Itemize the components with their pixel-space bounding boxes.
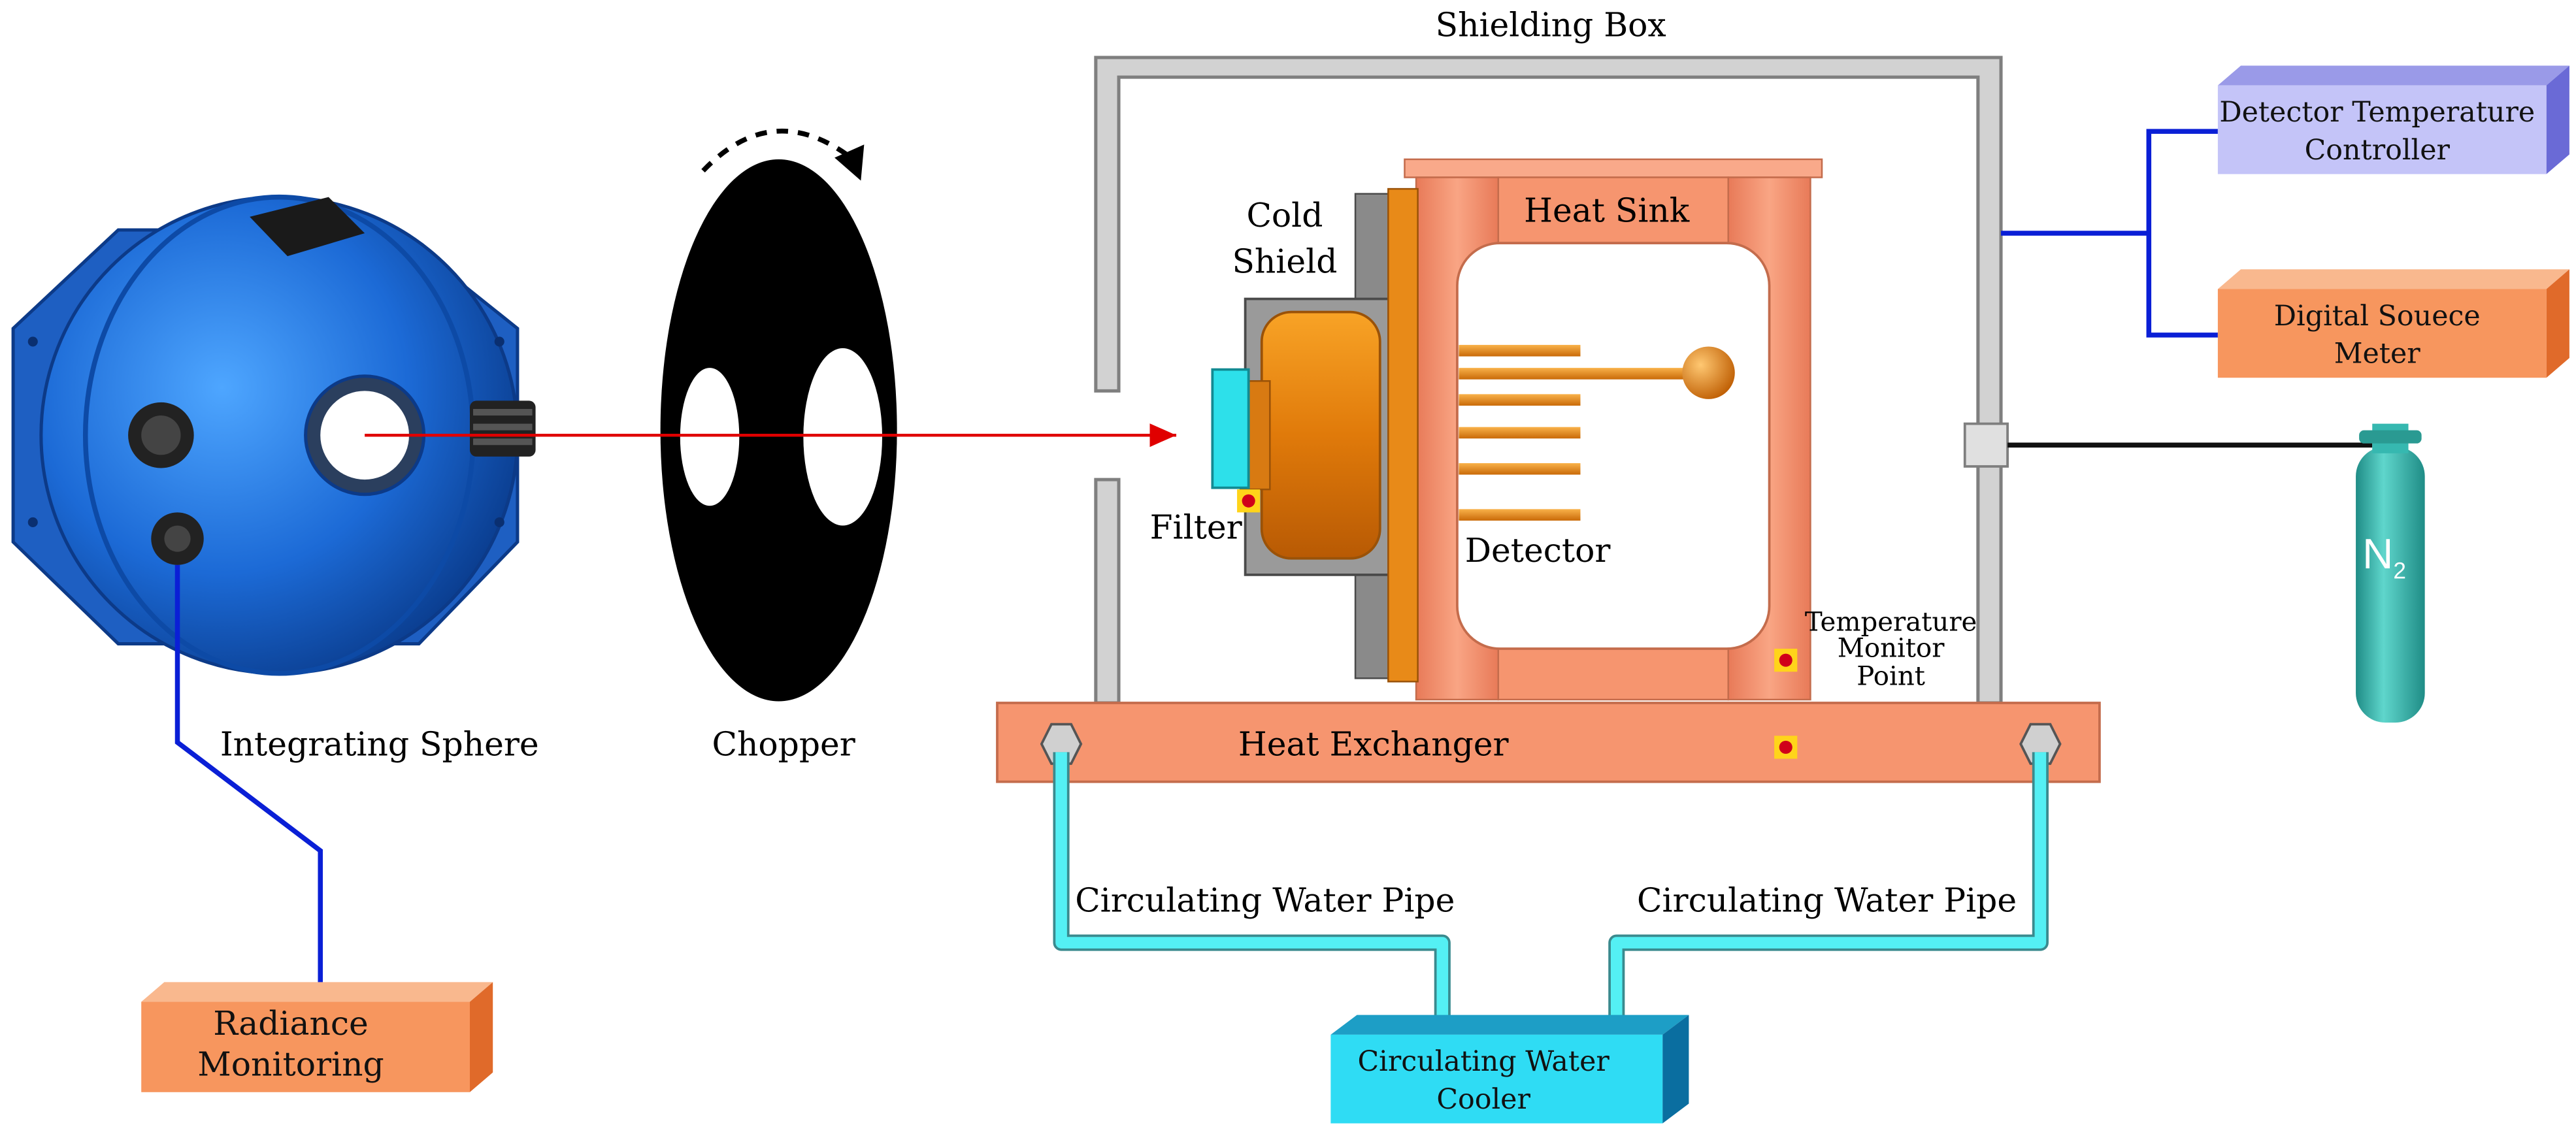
monitor-point-filter [1237, 489, 1261, 513]
label-temperature-monitor-line3: Point [1857, 660, 1925, 692]
label-temperature-monitor-line1: Temperature [1804, 606, 1977, 638]
label-heat-exchanger: Heat Exchanger [1238, 724, 1509, 764]
box-label-digital-source-meter: Digital Souece Meter [2274, 299, 2481, 374]
label-water-pipe-left: Circulating Water Pipe [1075, 880, 1455, 920]
heat-exchanger [996, 702, 2101, 783]
circulating-water-cooler-box [1330, 1015, 1689, 1124]
chopper [660, 159, 897, 702]
heat-sink [1404, 158, 1823, 701]
label-filter: Filter [1149, 507, 1242, 547]
label-temperature-monitor-line2: Monitor [1837, 632, 1945, 664]
monitor-point-heat-exchanger [1774, 736, 1798, 759]
digital-source-meter [2217, 269, 2569, 378]
radiance-wire [174, 564, 323, 989]
filter [1211, 368, 1250, 489]
rotation-arrow [701, 128, 853, 173]
monitor-point-heat-sink [1774, 649, 1798, 672]
label-cold-shield-line1: Cold [1246, 195, 1323, 235]
box-label-line: Monitoring [197, 1044, 384, 1084]
label-chopper: Chopper [712, 724, 855, 764]
box-label-line: Detector Temperature [2219, 97, 2535, 130]
box-label-line: Cooler [1436, 1084, 1530, 1117]
box-label-line: Meter [2334, 338, 2420, 372]
pipe-fitting-left [1040, 723, 1083, 765]
label-water-pipe-right: Circulating Water Pipe [1636, 880, 2017, 920]
label-detector: Detector [1464, 530, 1611, 570]
label-n2: N2 [2362, 529, 2406, 583]
detector-rods [1459, 344, 1735, 521]
n2-symbol: N [2362, 528, 2394, 578]
label-integrating-sphere: Integrating Sphere [220, 724, 539, 764]
box-label-line: Digital Souece [2273, 301, 2481, 334]
n2-subscript: 2 [2393, 557, 2406, 583]
box-label-detector-temperature-controller: Detector Temperature Controller [2219, 95, 2535, 171]
box-label-line: Controller [2304, 134, 2450, 168]
box-label-line: Circulating Water [1357, 1046, 1610, 1079]
label-heat-sink: Heat Sink [1524, 190, 1690, 230]
pipe-fitting-right [2019, 723, 2062, 765]
n2-cylinder [2356, 423, 2425, 723]
box-label-line: Radiance [213, 1003, 369, 1043]
feedthrough [1963, 422, 2009, 468]
box-label-circulating-water-cooler: Circulating Water Cooler [1357, 1045, 1609, 1120]
box-label-radiance-monitoring: Radiance Monitoring [197, 1003, 384, 1086]
detector-body [1239, 310, 1381, 560]
label-shielding-box: Shielding Box [1435, 5, 1666, 44]
radiance-monitoring-box [141, 982, 493, 1092]
detector-temperature-controller [2217, 65, 2569, 174]
label-cold-shield-line2: Shield [1232, 241, 1338, 281]
rotation-arrowhead [834, 144, 865, 181]
integrating-sphere [11, 194, 536, 676]
